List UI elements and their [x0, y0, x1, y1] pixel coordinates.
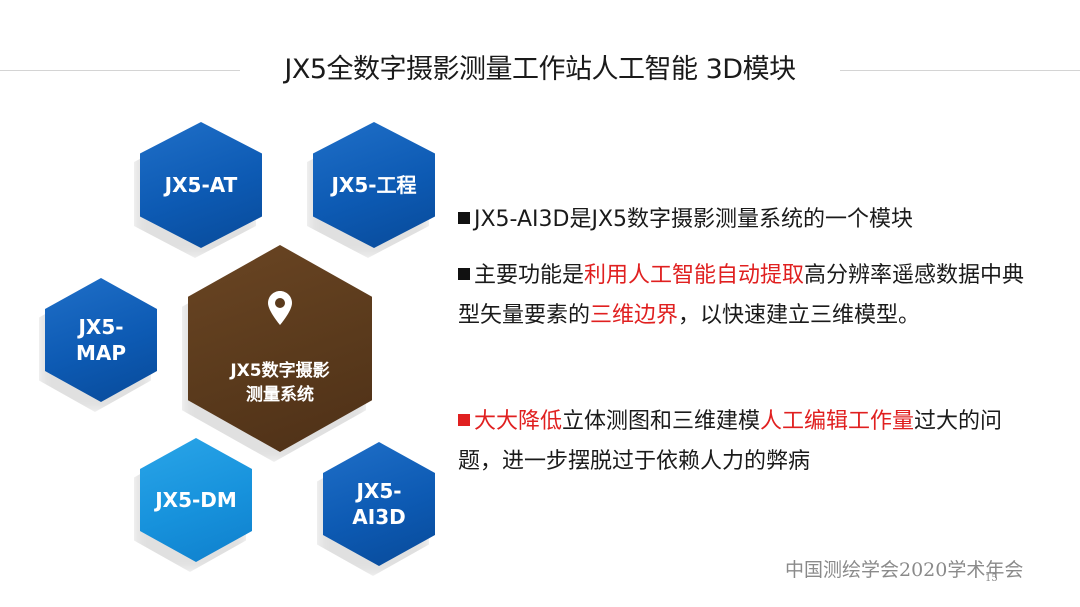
slide-title: JX5全数字摄影测量工作站人工智能 3D模块	[284, 54, 796, 85]
module-label: JX5- MAP	[75, 315, 127, 365]
conference-footer: 中国测绘学会2020学术年会	[785, 559, 1024, 581]
module-hex-jx5-engineering: JX5-工程	[313, 122, 435, 248]
bullet-item: 大大降低立体测图和三维建模人工编辑工作量过大的问题，进一步摆脱过于依赖人力的弊病	[458, 402, 1028, 482]
bullet-item: JX5-AI3D是JX5数字摄影测量系统的一个模块	[458, 200, 913, 240]
highlighted-text: 利用人工智能自动提取	[584, 263, 805, 288]
highlighted-text: 人工编辑工作量	[760, 409, 915, 434]
module-label: JX5-工程	[331, 173, 417, 197]
bullet-text: JX5-AI3D是JX5数字摄影测量系统的一个模块	[474, 207, 914, 232]
bullet-text: 过大的问题，进一步摆脱过于依赖人力的弊病	[458, 409, 1003, 474]
title-divider-right	[840, 70, 1080, 71]
title-divider-left	[0, 70, 240, 71]
square-bullet-icon	[458, 212, 470, 224]
map-pin-icon	[268, 290, 292, 325]
highlighted-text: 三维边界	[590, 303, 679, 328]
bullet-text: 立体测图和三维建模	[562, 409, 761, 434]
bullet-text: ，以快速建立三维模型。	[678, 303, 921, 328]
module-label: JX5-DM	[155, 488, 237, 512]
module-label: JX5-AT	[164, 173, 238, 197]
bullet-item: 主要功能是利用人工智能自动提取高分辨率遥感数据中典型矢量要素的三维边界，以快速建…	[458, 256, 1028, 336]
page-number: 15	[985, 573, 998, 584]
bullet-text: 高分辨率遥感数据中典型矢量要素的	[458, 263, 1025, 328]
highlighted-text: 大大降低	[474, 409, 563, 434]
module-label: JX5- AI3D	[352, 479, 406, 529]
bullet-text: 主要功能是	[474, 263, 585, 288]
square-bullet-icon	[458, 414, 470, 426]
center-label: JX5数字摄影 测量系统	[230, 360, 330, 405]
square-bullet-icon	[458, 268, 470, 280]
